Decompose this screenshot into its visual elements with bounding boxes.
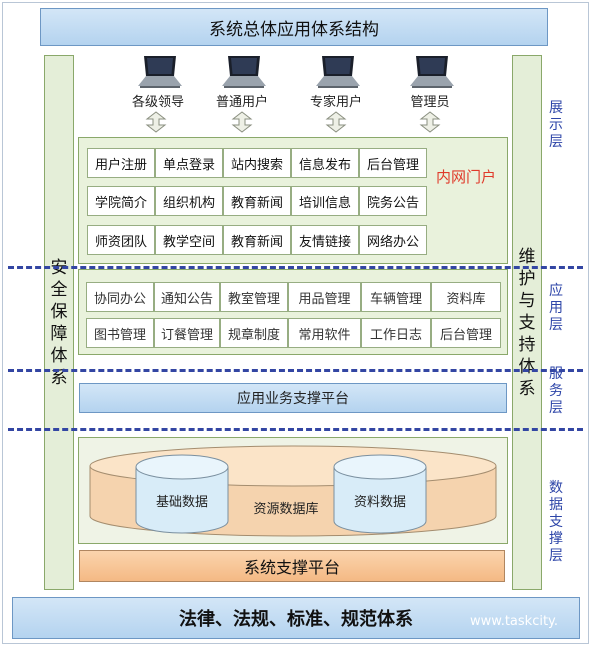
maintenance-char: 持 — [518, 334, 536, 355]
security-char: 系 — [50, 367, 68, 388]
layer-separator-line — [8, 369, 583, 372]
watermark: www.taskcity. — [470, 614, 559, 629]
user-label-admin: 管理员 — [410, 95, 450, 110]
portal-cell: 网络办公 — [359, 225, 427, 255]
app-cell: 通知公告 — [154, 282, 220, 312]
app-cell: 工作日志 — [361, 318, 431, 348]
security-char: 障 — [50, 323, 68, 344]
app-cell: 订餐管理 — [154, 318, 220, 348]
security-system-column: 安 全 保 障 体 系 — [44, 55, 74, 590]
laptop-icon — [222, 56, 266, 88]
user-label-normal: 普通用户 — [215, 95, 268, 110]
system-support-platform-bar: 系统支撑平台 — [79, 550, 505, 582]
portal-cell: 后台管理 — [359, 148, 427, 178]
portal-cell: 教学空间 — [155, 225, 223, 255]
layer-label-data: 数据支撑层 — [549, 480, 563, 564]
double-arrow-icon — [231, 111, 253, 133]
double-arrow-icon — [325, 111, 347, 133]
portal-cell: 组织机构 — [155, 186, 223, 216]
user-label-expert: 专家用户 — [309, 95, 362, 110]
portal-cell: 院务公告 — [359, 186, 427, 216]
layer-label-service: 服务层 — [549, 366, 563, 416]
portal-cell: 单点登录 — [155, 148, 223, 178]
layer-label-presentation: 展示层 — [549, 100, 563, 150]
basic-data-label: 基础数据 — [155, 495, 208, 510]
double-arrow-icon — [419, 111, 441, 133]
maintenance-char: 支 — [518, 312, 536, 333]
maintenance-char: 护 — [518, 268, 536, 289]
service-platform-bar: 应用业务支撑平台 — [79, 383, 507, 413]
laptop-icon — [138, 56, 182, 88]
resource-data-label: 资料数据 — [353, 495, 406, 510]
maintenance-char: 维 — [518, 246, 536, 267]
portal-cell: 教育新闻 — [223, 225, 291, 255]
laptop-icon — [316, 56, 360, 88]
app-cell: 资料库 — [431, 282, 501, 312]
portal-cell: 友情链接 — [291, 225, 359, 255]
app-cell: 后台管理 — [431, 318, 501, 348]
portal-cell: 师资团队 — [87, 225, 155, 255]
portal-cell: 培训信息 — [291, 186, 359, 216]
maintenance-char: 体 — [518, 356, 536, 377]
security-char: 保 — [50, 301, 68, 322]
portal-cell: 教育新闻 — [223, 186, 291, 216]
maintenance-support-column: 维 护 与 支 持 体 系 — [512, 55, 542, 590]
portal-cell: 信息发布 — [291, 148, 359, 178]
double-arrow-icon — [145, 111, 167, 133]
app-cell: 用品管理 — [288, 282, 361, 312]
maintenance-char: 与 — [518, 290, 536, 311]
laptop-icon — [410, 56, 454, 88]
layer-label-application: 应用层 — [549, 283, 563, 333]
app-cell: 规章制度 — [220, 318, 288, 348]
security-char: 体 — [50, 345, 68, 366]
resource-database-label: 资源数据库 — [253, 502, 319, 517]
portal-label: 内网门户 — [436, 168, 497, 186]
resource-data-cylinder — [333, 454, 427, 534]
user-label-leaders: 各级领导 — [131, 95, 184, 110]
laws-standards-bar: 法律、法规、标准、规范体系 — [12, 597, 580, 639]
portal-cell: 站内搜索 — [223, 148, 291, 178]
portal-cell: 用户注册 — [87, 148, 155, 178]
app-cell: 协同办公 — [86, 282, 154, 312]
security-char: 全 — [50, 279, 68, 300]
app-cell: 常用软件 — [288, 318, 361, 348]
app-cell: 教室管理 — [220, 282, 288, 312]
maintenance-char: 系 — [518, 378, 536, 399]
layer-separator-line — [8, 266, 583, 269]
diagram-title: 系统总体应用体系结构 — [40, 8, 548, 46]
portal-cell: 学院简介 — [87, 186, 155, 216]
app-cell: 图书管理 — [86, 318, 154, 348]
basic-data-cylinder — [135, 454, 229, 534]
app-cell: 车辆管理 — [361, 282, 431, 312]
layer-separator-line — [8, 428, 583, 431]
